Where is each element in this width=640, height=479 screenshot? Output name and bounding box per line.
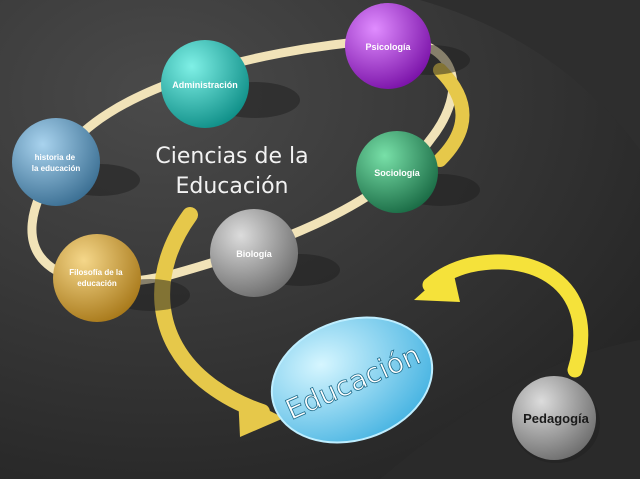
node-biologia: Biología [210,209,298,297]
arrow-pedagogia-to-educacion-head [414,266,460,302]
arrow-ring-right [433,63,470,167]
arrow-ring-to-educacion-head [238,395,284,437]
node-psicologia-label: Psicología [365,42,411,52]
background-sweep [420,0,640,150]
node-psicologia: Psicología [345,3,431,89]
node-historia: historia de la educación [12,118,100,206]
node-administracion: Administración [161,40,249,128]
node-educacion: Educación [270,316,434,444]
node-biologia-label: Biología [236,249,272,259]
node-filosofia: Filosofía de la educación [53,234,141,322]
node-pedagogia: Pedagogía [512,376,600,463]
diagram-title-line2: Educación [176,174,289,199]
node-sociologia: Sociología [356,131,438,213]
node-administracion-label: Administración [172,80,238,90]
diagram-title-line1: Ciencias de la [155,144,308,169]
node-pedagogia-label: Pedagogía [523,411,590,426]
node-sociologia-label: Sociología [374,168,421,178]
node-historia-label: historia de la educación [32,153,81,173]
node-filosofia-label: Filosofía de la educación [69,268,125,288]
